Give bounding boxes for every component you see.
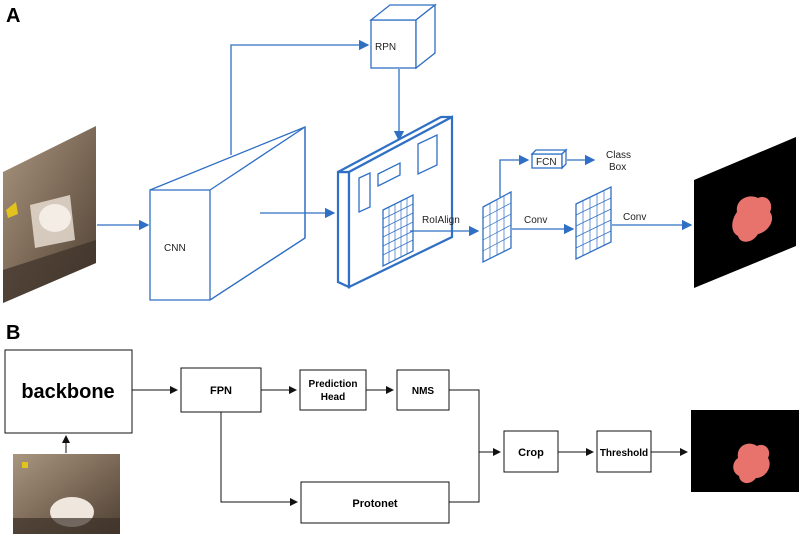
fpn-box [180,367,262,413]
class-label: Class [606,150,631,161]
output-mask-a [694,137,796,288]
roi-feature-grid [482,190,512,264]
arrow-fpn-to-protonet [220,412,298,506]
protonet-label: Protonet [352,498,398,510]
backbone-label: backbone [21,381,114,403]
threshold-label: Threshold [600,448,648,459]
nms-box [396,369,450,411]
backbone-box [4,349,133,434]
box-label: Box [609,162,626,173]
panel-b-letter: B [6,322,20,344]
fpn-label: FPN [210,385,232,397]
cnn-label: CNN [164,243,186,254]
rpn-block [369,3,437,70]
feature-map [336,115,454,289]
panel-a-letter: A [6,5,20,27]
line-nms-to-crop [449,389,480,452]
rpn-label: RPN [375,42,396,53]
arrow-to-fcn [499,154,530,197]
crop-box [503,430,559,473]
arrow-cnn-to-rpn [230,39,370,155]
roialign-label: RoIAlign [422,215,460,226]
prediction-head-line2: Head [321,392,345,403]
mask-feature-grid [575,185,612,261]
prediction-head-line1: Prediction [309,379,358,390]
conv-label-1: Conv [524,215,547,226]
protonet-box [300,481,450,524]
line-protonet-to-crop [449,452,480,503]
fcn-block [530,148,568,170]
nms-label: NMS [412,386,435,397]
crop-label: Crop [518,447,544,459]
input-photo-b [13,454,120,534]
fcn-label: FCN [536,157,557,168]
input-photo-a [3,126,96,303]
output-mask-b [691,410,799,492]
conv-label-2: Conv [623,212,646,223]
cnn-block [149,126,306,301]
prediction-head-box [299,369,367,411]
